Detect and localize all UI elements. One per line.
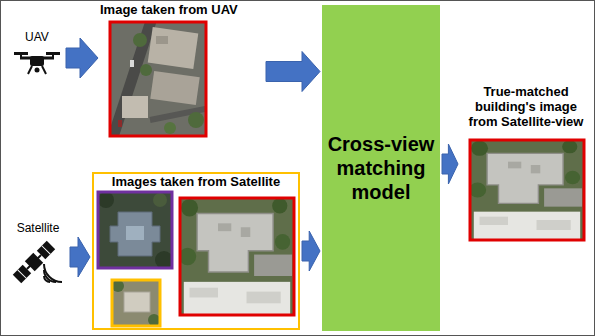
panel-heading: Image taken from UAV bbox=[100, 3, 264, 18]
model-label: Cross-view matching model bbox=[324, 132, 438, 204]
satellite-source: Satellite bbox=[8, 221, 68, 293]
satellite-photo-red bbox=[179, 198, 294, 315]
uav-image-panel: Image taken from UAV bbox=[100, 3, 264, 138]
result-panel: True-matched building's image from Satel… bbox=[460, 84, 592, 244]
block-arrow bbox=[70, 237, 90, 277]
source-label: UAV bbox=[25, 30, 49, 44]
uav-source: UAV bbox=[10, 30, 64, 86]
model-box: Cross-view matching model bbox=[322, 5, 440, 331]
block-arrow bbox=[302, 231, 320, 271]
satellite-photo-purple bbox=[98, 192, 173, 269]
uav-photo bbox=[110, 18, 210, 140]
satellite-photo-orange bbox=[112, 280, 160, 326]
drone-icon bbox=[14, 52, 60, 74]
satellite-icon bbox=[12, 240, 62, 284]
source-label: Satellite bbox=[17, 221, 60, 235]
satellite-gallery: Images taken from Satellite bbox=[92, 172, 300, 330]
matched-photo bbox=[469, 140, 584, 240]
block-arrow bbox=[266, 52, 320, 92]
block-arrow bbox=[442, 144, 458, 184]
block-arrow bbox=[66, 38, 98, 78]
panel-heading: True-matched building's image from Satel… bbox=[462, 85, 590, 130]
panel-heading: Images taken from Satellite bbox=[94, 175, 298, 190]
